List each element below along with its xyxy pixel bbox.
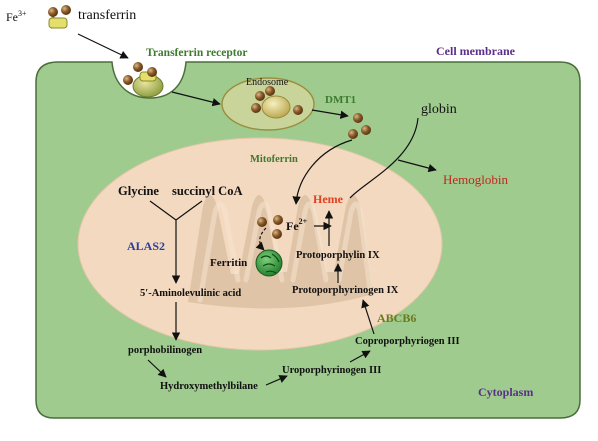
fe2-label: Fe [286, 219, 299, 233]
iron-ion [251, 103, 261, 113]
endosome-label: Endosome [246, 77, 289, 88]
iron-ion [123, 75, 133, 85]
coproporphyriogen-iii-label: Coproporphyriogen III [355, 336, 460, 347]
arrow-hmb-to-uro [265, 375, 288, 386]
iron-ion [361, 125, 371, 135]
cell-membrane-label: Cell membrane [436, 44, 516, 58]
protoporphyrinogen-ix-label: Protoporphyrinogen IX [292, 285, 399, 296]
alas2-label: ALAS2 [127, 239, 165, 253]
fe2-superscript: 2+ [299, 217, 308, 226]
iron-ion [255, 91, 265, 101]
arrow-to-hemoglobin [397, 159, 437, 173]
iron-ion [61, 5, 71, 15]
uroporphyrinogen-iii-label: Uroporphyrinogen III [282, 365, 381, 376]
iron-ion [348, 129, 358, 139]
transferrin-receptor [123, 62, 164, 98]
ala-label: 5′-Aminolevulinic acid [140, 288, 241, 299]
mitochondrial-iron [257, 215, 283, 239]
arrow-globin-to-hemoglobin [349, 117, 419, 199]
transferrin-label: transferrin [78, 8, 136, 23]
endosome [221, 77, 315, 131]
arrow-endosome-to-cytoplasm [311, 109, 349, 119]
glycine-label: Glycine [118, 184, 159, 198]
iron-ion [293, 105, 303, 115]
porphobilinogen-label: porphobilinogen [128, 345, 202, 356]
globin-label: globin [421, 102, 457, 117]
arrow-iron-to-ferritin [255, 227, 267, 251]
hydroxymethylbilane-label: Hydroxymethylbilane [160, 381, 258, 392]
iron-ion [265, 86, 275, 96]
iron-ion [353, 113, 363, 123]
svg-text:Fe2+: Fe2+ [286, 217, 308, 233]
mitoferrin-label: Mitoferrin [250, 154, 298, 165]
hemoglobin-label: Hemoglobin [443, 172, 508, 187]
protoporphylin-ix-label: Protoporphylin IX [296, 250, 380, 261]
succinyl-coa-label: succinyl CoA [172, 184, 243, 198]
arrow-receptor-to-endosome [171, 91, 221, 107]
iron-ion [48, 7, 58, 17]
dmt1-label: DMT1 [325, 94, 356, 106]
fe3-label: Fe [6, 10, 18, 24]
iron-ion [147, 67, 157, 77]
fe3-superscript: 3+ [18, 9, 27, 18]
transferrin-receptor-label: Transferrin receptor [146, 47, 247, 59]
arrow-porphobilinogen-to-hmb [147, 359, 167, 378]
iron-ion [273, 215, 283, 225]
svg-text:Fe3+: Fe3+ [6, 9, 27, 24]
transferrin-iron-complex [48, 5, 71, 29]
arrow-transferrin-to-receptor [77, 33, 129, 59]
merge-lines [149, 200, 203, 228]
arrow-uro-to-copro [349, 350, 371, 363]
iron-ion [272, 229, 282, 239]
arrow-mitoferrin-import [292, 139, 353, 205]
iron-ion [133, 62, 143, 72]
abcb6-label: ABCB6 [377, 311, 416, 325]
cytoplasm-label: Cytoplasm [478, 385, 533, 399]
heme-label: Heme [313, 192, 344, 206]
ferritin-icon [255, 249, 283, 277]
iron-ion [257, 217, 267, 227]
cytoplasmic-iron [348, 113, 371, 139]
ferritin-label: Ferritin [210, 257, 247, 269]
arrow-copro-to-protoporphyrinogen [361, 299, 375, 335]
